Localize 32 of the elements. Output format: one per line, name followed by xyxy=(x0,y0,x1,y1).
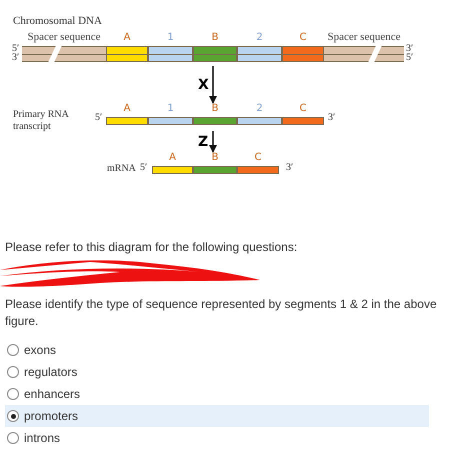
question-text: Please identify the type of sequence represented by segments 1 & 2 in the above figure. xyxy=(5,296,438,330)
end-label: 5′ xyxy=(406,53,414,63)
sequence-segment: 1 xyxy=(148,15,193,62)
option-label: exons xyxy=(24,343,56,357)
option-label: introns xyxy=(24,431,60,445)
end-label: 5′ xyxy=(140,163,148,173)
sequence-segment: Spacer sequence xyxy=(324,15,404,62)
sequence-segment: B xyxy=(193,153,237,174)
sequence-segment: C xyxy=(237,153,279,174)
end-label: 3′ xyxy=(12,53,20,63)
sequence-segment: 2 xyxy=(237,104,282,125)
sequence-segment: A xyxy=(152,153,193,174)
option-label: regulators xyxy=(24,365,78,379)
sequence-segment: C xyxy=(282,104,324,125)
strand-title: Primary RNA transcript xyxy=(13,109,70,133)
sequence-segment: 1 xyxy=(148,104,193,125)
option-label: enhancers xyxy=(24,387,80,401)
end-label: 3′ xyxy=(286,163,294,173)
sequence-segment: 2 xyxy=(237,15,282,62)
sequence-segment: B xyxy=(193,104,237,125)
strand-title: mRNA xyxy=(107,163,137,175)
sequence-segment: C xyxy=(282,15,324,62)
strand-title: Chromosomal DNA xyxy=(13,15,103,27)
end-label: 3′ xyxy=(328,113,336,123)
sequence-segment: A xyxy=(106,104,148,125)
end-label: 3′ xyxy=(406,44,414,54)
sequence-segment: A xyxy=(106,15,148,62)
end-label: 5′ xyxy=(12,44,20,54)
option-label: promoters xyxy=(24,409,78,423)
instruction-text: Please refer to this diagram for the following questions: xyxy=(5,239,298,256)
end-label: 5′ xyxy=(95,113,102,123)
sequence-segment: B xyxy=(193,15,237,62)
